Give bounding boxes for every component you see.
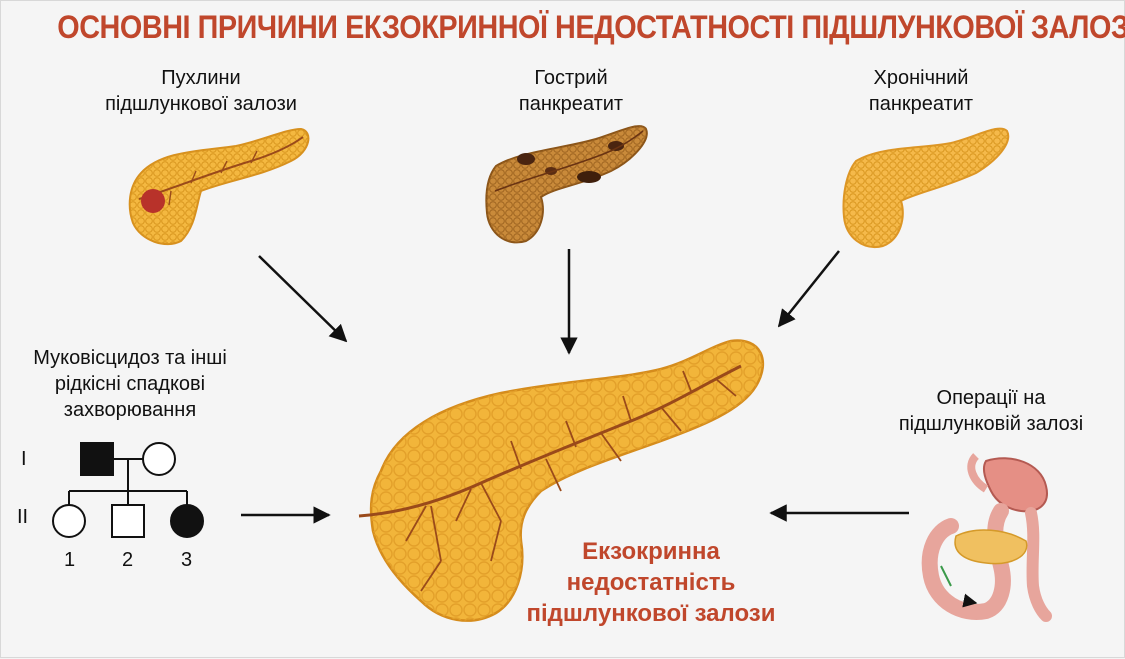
cause-surgery-label: Операції на підшлунковій залозі [871, 385, 1111, 437]
pedigree-child-3-number: 3 [181, 549, 192, 572]
pedigree-affected-male [81, 443, 113, 475]
arrow-tumors [259, 256, 346, 341]
cause-surgery-line2: підшлунковій залозі [871, 411, 1111, 437]
pancreas-acute-illustration [486, 126, 646, 242]
central-line2: недостатність [521, 567, 781, 598]
cause-genetic-label: Муковісцидоз та інші рідкісні спадкові з… [5, 345, 255, 423]
pancreas-tumor-illustration [130, 129, 309, 244]
pedigree-child-2 [112, 505, 144, 537]
cause-chronic-label: Хронічний панкреатит [821, 65, 1021, 117]
pancreas-chronic-illustration [844, 129, 1009, 247]
central-outcome-label: Екзокринна недостатність підшлункової за… [521, 536, 781, 629]
pedigree-generation-2: II [17, 506, 28, 529]
cause-acute-line2: панкреатит [471, 91, 671, 117]
pedigree-child-3 [171, 505, 203, 537]
cause-tumors-line2: підшлункової залози [81, 91, 321, 117]
cause-acute-label: Гострий панкреатит [471, 65, 671, 117]
central-line3: підшлункової залози [521, 598, 781, 629]
central-line1: Екзокринна [521, 536, 781, 567]
arrow-chronic [779, 251, 839, 326]
cause-tumors-label: Пухлини підшлункової залози [81, 65, 321, 117]
cause-surgery-line1: Операції на [871, 385, 1111, 411]
cause-tumors-line1: Пухлини [81, 65, 321, 91]
pedigree-generation-1: I [21, 448, 27, 471]
cause-chronic-line2: панкреатит [821, 91, 1021, 117]
tumor-mark [141, 189, 165, 213]
pedigree-female [143, 443, 175, 475]
pedigree-chart [53, 443, 203, 537]
pedigree-child-1-number: 1 [64, 549, 75, 572]
cause-genetic-line3: захворювання [5, 397, 255, 423]
cause-acute-line1: Гострий [471, 65, 671, 91]
pedigree-child-1 [53, 505, 85, 537]
surgery-illustration [930, 456, 1047, 616]
cause-genetic-line1: Муковісцидоз та інші [5, 345, 255, 371]
cause-genetic-line2: рідкісні спадкові [5, 371, 255, 397]
cause-chronic-line1: Хронічний [821, 65, 1021, 91]
pedigree-child-2-number: 2 [122, 549, 133, 572]
